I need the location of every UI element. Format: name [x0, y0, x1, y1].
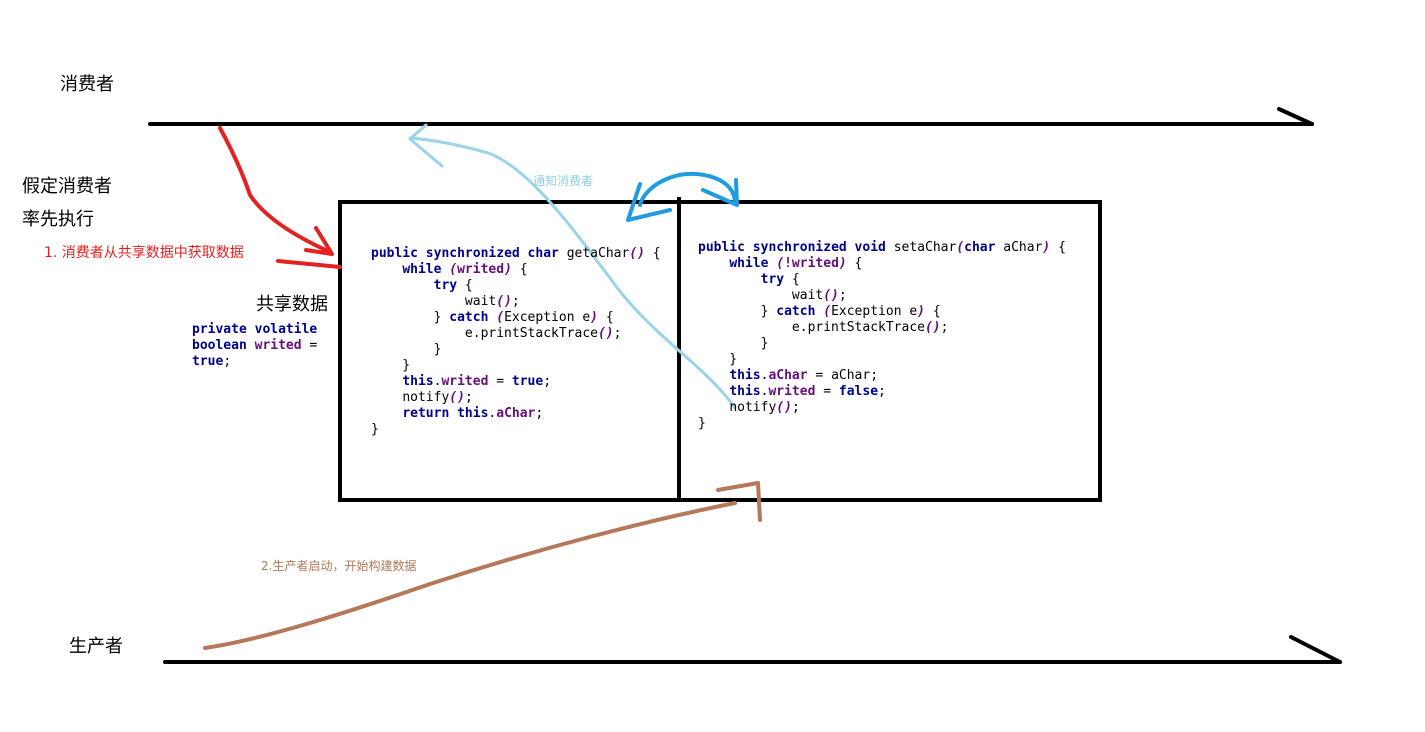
notify-consumer-arrow	[408, 136, 737, 410]
code-token: synchronized	[752, 240, 847, 255]
step2-annotation: 2.生产者启动，开始构建数据	[261, 559, 417, 573]
code-token: this	[457, 406, 489, 421]
code-token: char	[964, 240, 996, 255]
code-token: true	[511, 374, 544, 389]
swap-arrowhead-right	[701, 178, 739, 207]
code-token: ;	[223, 354, 232, 369]
consumer-timeline-arrowhead	[1277, 107, 1314, 126]
seta-char-code: public synchronized void setaChar(char a…	[698, 240, 1066, 431]
code-token: notify	[729, 400, 777, 415]
code-token: notify	[402, 390, 450, 405]
code-token: catch	[776, 304, 816, 319]
code-token: try	[760, 272, 785, 287]
code-token: synchronized	[425, 246, 520, 261]
consumer-fetch-arrowhead-b	[276, 259, 342, 269]
code-token: setaChar	[893, 240, 957, 255]
producer-build-arrow	[203, 501, 737, 650]
code-token: = aChar;	[807, 368, 879, 383]
code-token: this	[402, 374, 434, 389]
code-token: aChar	[1003, 240, 1043, 255]
code-token: public	[371, 246, 418, 261]
consumer-label: 消费者	[60, 74, 114, 95]
code-token: catch	[449, 310, 489, 325]
code-token: boolean	[192, 338, 247, 353]
runs-first-label: 率先执行	[22, 209, 94, 230]
code-token: e.printStackTrace	[791, 320, 925, 335]
code-token: while	[729, 256, 769, 271]
consumer-fetch-arrowhead-a	[304, 226, 334, 256]
code-token: this	[729, 384, 761, 399]
code-token: writed	[441, 374, 489, 389]
code-token: aChar	[768, 368, 808, 383]
code-token: false	[838, 384, 879, 399]
code-token: wait	[464, 294, 497, 309]
producer-label: 生产者	[69, 636, 123, 657]
code-token: e.printStackTrace	[464, 326, 598, 341]
code-token: void	[854, 240, 886, 255]
code-token: writed	[457, 262, 505, 277]
code-token: this	[729, 368, 761, 383]
code-token: =	[301, 338, 318, 353]
code-token: public	[698, 240, 745, 255]
code-token: try	[433, 278, 458, 293]
code-token: aChar	[496, 406, 536, 421]
code-token: Exception e	[831, 304, 918, 319]
code-token: Exception e	[504, 310, 591, 325]
code-token: writed	[768, 384, 816, 399]
assume-consumer-label: 假定消费者	[22, 176, 112, 197]
code-token: writed	[254, 338, 302, 353]
notify-consumer-arrowhead	[408, 123, 444, 168]
code-token: getaChar	[566, 246, 630, 261]
code-token: !writed	[784, 256, 839, 271]
code-token: char	[527, 246, 559, 261]
code-token: true	[192, 354, 224, 369]
writed-field-declaration: private volatile boolean writed = true;	[192, 322, 317, 370]
notify-consumer-annotation: 通知消费者	[533, 174, 594, 188]
swap-arrowhead-left	[626, 182, 672, 222]
code-token: private volatile	[192, 322, 318, 337]
producer-timeline-arrowhead	[1289, 635, 1342, 664]
producer-build-arrowhead	[716, 481, 762, 522]
swap-arrow	[638, 171, 737, 207]
code-token: wait	[791, 288, 824, 303]
shared-data-label: 共享数据	[256, 294, 328, 315]
code-token: while	[402, 262, 442, 277]
consumer-fetch-arrow	[218, 126, 332, 254]
code-token: return	[402, 406, 450, 421]
step1-annotation: 1. 消费者从共享数据中获取数据	[44, 245, 244, 261]
geta-char-code: public synchronized char getaChar() { wh…	[371, 246, 661, 437]
